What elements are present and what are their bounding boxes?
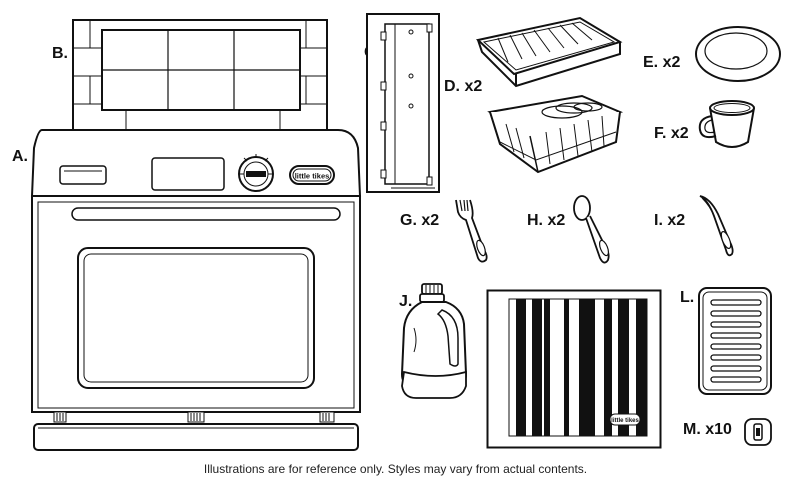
oven-illustration: little tikes	[30, 129, 362, 451]
label-part-h: H. x2	[527, 212, 566, 229]
label-part-i: I. x2	[654, 212, 686, 229]
fastener-illustration	[744, 418, 772, 446]
fork-illustration	[455, 199, 488, 263]
tile-backsplash-illustration	[72, 19, 328, 133]
label-part-l: L.	[680, 289, 695, 306]
side-panel-illustration	[366, 13, 440, 193]
label-part-d: D. x2	[444, 78, 483, 95]
label-part-g: G. x2	[400, 212, 440, 229]
mat-logo-text: little tikes	[611, 418, 639, 424]
label-part-b: B.	[52, 45, 68, 62]
label-part-m: M. x10	[683, 421, 732, 438]
cup-illustration	[698, 100, 755, 148]
striped-mat-illustration: little tikes	[486, 289, 662, 449]
label-part-f: F. x2	[654, 125, 689, 142]
plate-illustration	[695, 26, 781, 82]
drying-rack-illustration	[698, 287, 772, 395]
spoon-illustration	[573, 195, 610, 264]
detergent-bottle-illustration	[400, 283, 468, 399]
label-part-a: A.	[12, 148, 28, 165]
knife-illustration	[699, 195, 734, 257]
label-part-e: E. x2	[643, 54, 681, 71]
footer-note: Illustrations are for reference only. St…	[203, 462, 588, 476]
dish-rack-illustration	[475, 16, 624, 174]
oven-logo-text: little tikes	[295, 172, 330, 181]
label-part-j: J.	[399, 293, 413, 310]
